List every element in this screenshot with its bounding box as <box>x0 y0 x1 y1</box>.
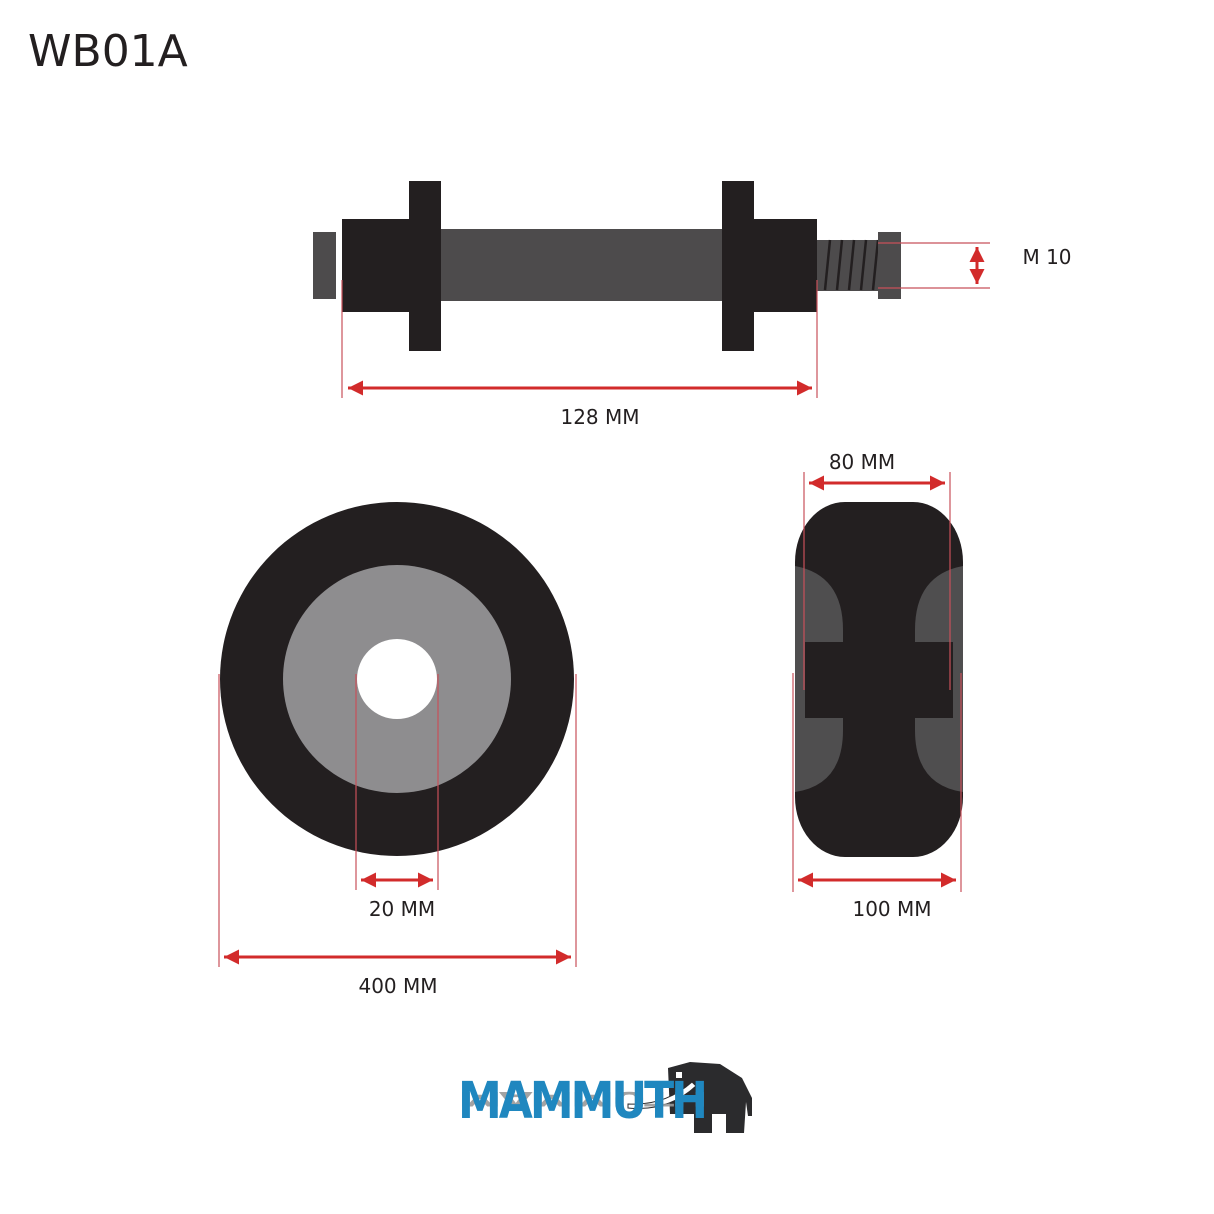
right-lower-insert <box>915 718 963 792</box>
hex-nut <box>878 232 901 299</box>
outer-width-dimension <box>792 673 962 892</box>
inner-width-dimension <box>803 472 951 690</box>
right-hub <box>752 219 817 312</box>
inner-width-label: 80 MM <box>828 450 896 474</box>
left-end-cap <box>313 232 336 299</box>
left-hub <box>342 219 412 312</box>
left-lower-insert <box>795 718 843 792</box>
right-flange <box>722 181 754 351</box>
mammoth-icon <box>627 1062 752 1133</box>
axle-length-label: 128 MM <box>560 405 640 429</box>
axle-assembly <box>313 181 901 351</box>
bore-dimension <box>355 674 439 890</box>
bore-hole <box>357 639 437 719</box>
right-upper-insert <box>915 566 963 642</box>
diameter-dimension <box>218 674 577 967</box>
bore-label: 20 MM <box>368 897 436 921</box>
thread-lines <box>823 239 880 291</box>
product-code-title: WB01A <box>28 26 188 77</box>
brand-logo-text: MAMMUTH <box>458 1072 708 1131</box>
wheel-profile-view <box>795 502 963 857</box>
left-flange <box>409 181 441 351</box>
axle-shaft <box>441 229 723 301</box>
diameter-label: 400 MM <box>358 974 438 998</box>
axle-length-dimension <box>341 280 818 398</box>
thread-label: M 10 <box>1022 245 1072 269</box>
thread-dimension <box>878 242 990 289</box>
outer-width-label: 100 MM <box>852 897 932 921</box>
left-upper-insert <box>795 566 843 642</box>
wheel-front-view <box>220 502 574 856</box>
